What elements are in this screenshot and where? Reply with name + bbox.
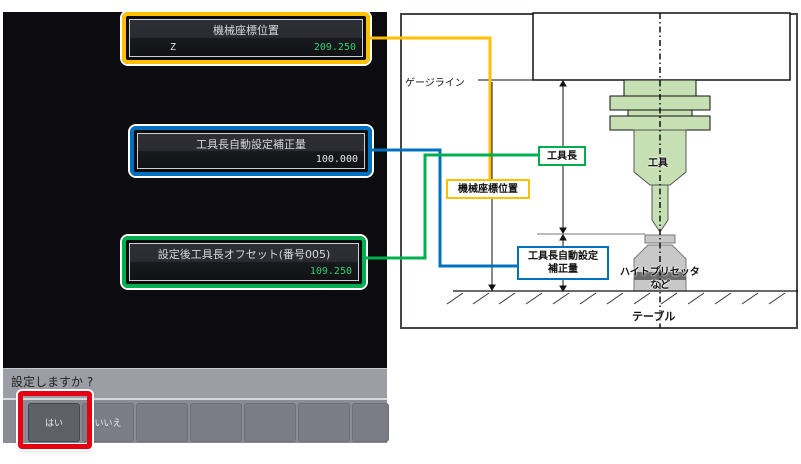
softkey-6[interactable] xyxy=(298,403,350,442)
axis-label: Z xyxy=(170,42,177,53)
tool-length-callout: 工具長 xyxy=(538,146,586,166)
softkey-5[interactable] xyxy=(244,403,296,442)
machine-position-title: 機械座標位置 xyxy=(213,24,279,37)
auto-set-compensation-callout-line1: 工具長自動設定 xyxy=(528,251,598,262)
yes-button[interactable]: はい xyxy=(28,403,80,442)
gauge-line-label: ゲージライン xyxy=(405,78,465,89)
tool-label: 工具 xyxy=(648,158,668,169)
machine-position-callout: 機械座標位置 xyxy=(446,179,530,199)
softkey-4[interactable] xyxy=(190,403,242,442)
confirm-prompt: 設定しますか ? xyxy=(11,375,94,389)
auto-set-compensation-title: 工具長自動設定補正量 xyxy=(196,138,306,151)
tool-offset-value: 109.250 xyxy=(309,266,352,277)
tool-offset-panel: 設定後工具長オフセット(番号005) 109.250 xyxy=(122,236,366,288)
auto-set-compensation-callout: 工具長自動設定 補正量 xyxy=(517,246,609,280)
presetter-label-line1: ハイトプリセッタ xyxy=(620,267,700,278)
softkey-3[interactable] xyxy=(136,403,188,442)
softkey-7[interactable] xyxy=(352,403,389,442)
presetter-label-line2: など xyxy=(650,280,670,291)
yes-button-highlight xyxy=(18,391,92,449)
table-label: テーブル xyxy=(632,310,676,323)
auto-set-compensation-callout-line2: 補正量 xyxy=(548,264,578,275)
softkey-bar: はい いいえ xyxy=(3,398,389,443)
tool-offset-title: 設定後工具長オフセット(番号005) xyxy=(157,248,331,261)
machine-position-value: 209.250 xyxy=(313,42,356,53)
auto-set-compensation-panel: 工具長自動設定補正量 100.000 xyxy=(130,126,372,176)
machine-position-panel: 機械座標位置 Z 209.250 xyxy=(122,12,370,64)
auto-set-compensation-value: 100.000 xyxy=(315,154,358,165)
cnc-screen xyxy=(3,12,387,368)
